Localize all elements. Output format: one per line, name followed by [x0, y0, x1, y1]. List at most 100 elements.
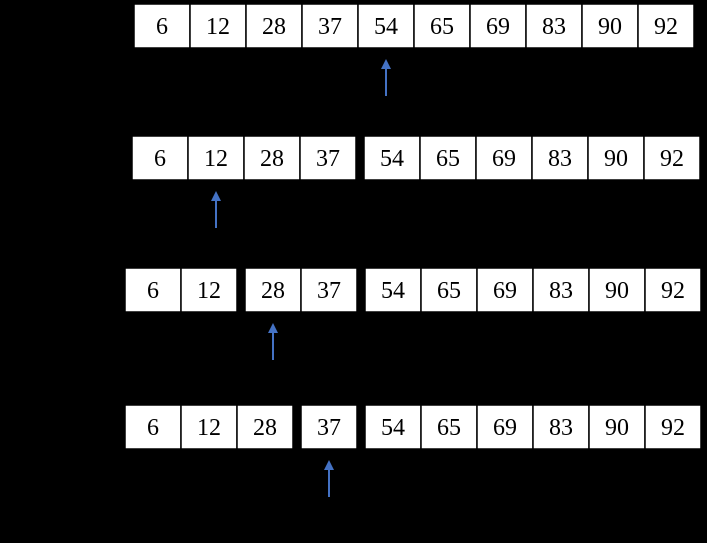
cell-value: 28 — [253, 415, 277, 441]
cell-box — [413, 3, 471, 49]
cell-box — [588, 404, 646, 450]
array-row: 6 12 28 37 54 65 69 83 90 92 — [131, 135, 701, 228]
cell-value: 12 — [197, 415, 221, 441]
array-cell: 92 — [637, 3, 695, 49]
cell-value: 6 — [147, 415, 159, 441]
array-cell: 12 — [180, 404, 238, 450]
cell-box — [124, 404, 182, 450]
array-cell: 6 — [124, 267, 182, 313]
cell-box — [236, 404, 294, 450]
cell-value: 69 — [493, 278, 517, 304]
array-cell: 92 — [643, 135, 701, 181]
array-cell: 54 — [363, 135, 421, 181]
cell-value: 83 — [542, 14, 566, 40]
cell-value: 6 — [147, 278, 159, 304]
array-cell: 69 — [469, 3, 527, 49]
array-cell: 69 — [476, 404, 534, 450]
array-cell: 37 — [300, 404, 358, 450]
cell-box — [299, 135, 357, 181]
cell-value: 90 — [598, 14, 622, 40]
array-cell: 83 — [531, 135, 589, 181]
array-cell: 6 — [124, 404, 182, 450]
cell-value: 54 — [381, 278, 405, 304]
cell-value: 65 — [436, 146, 460, 172]
cell-value: 65 — [437, 278, 461, 304]
cell-box — [581, 3, 639, 49]
cell-value: 69 — [486, 14, 510, 40]
array-cell: 65 — [420, 267, 478, 313]
cell-box — [531, 135, 589, 181]
array-cell: 12 — [189, 3, 247, 49]
array-cell: 37 — [299, 135, 357, 181]
cell-value: 65 — [437, 415, 461, 441]
cell-value: 12 — [197, 278, 221, 304]
array-cell: 90 — [581, 3, 639, 49]
cell-value: 54 — [380, 146, 404, 172]
cell-value: 6 — [156, 14, 168, 40]
array-cell: 37 — [300, 267, 358, 313]
cell-value: 92 — [661, 278, 685, 304]
array-cell: 12 — [187, 135, 245, 181]
cell-box — [243, 135, 301, 181]
array-segment: 37 — [300, 404, 358, 450]
array-segment: 6 12 — [124, 267, 238, 313]
array-cell: 28 — [236, 404, 294, 450]
cell-value: 92 — [654, 14, 678, 40]
cell-value: 54 — [381, 415, 405, 441]
cell-value: 28 — [262, 14, 286, 40]
cell-box — [637, 3, 695, 49]
array-cell: 83 — [525, 3, 583, 49]
cell-value: 37 — [317, 415, 341, 441]
cell-box — [180, 267, 238, 313]
cell-value: 12 — [204, 146, 228, 172]
cell-value: 83 — [548, 146, 572, 172]
cell-value: 65 — [430, 14, 454, 40]
array-cell: 54 — [364, 267, 422, 313]
cell-box — [532, 404, 590, 450]
cell-box — [587, 135, 645, 181]
array-cell: 69 — [475, 135, 533, 181]
array-cell: 28 — [245, 3, 303, 49]
array-segment: 6 12 28 37 54 65 69 83 90 92 — [133, 3, 695, 49]
array-cell: 28 — [244, 267, 302, 313]
cell-box — [525, 3, 583, 49]
cell-box — [644, 404, 702, 450]
cell-box — [643, 135, 701, 181]
cell-value: 90 — [604, 146, 628, 172]
array-cell: 92 — [644, 404, 702, 450]
cell-value: 92 — [660, 146, 684, 172]
cell-box — [244, 267, 302, 313]
cell-value: 37 — [317, 278, 341, 304]
cell-value: 69 — [493, 415, 517, 441]
array-cell: 37 — [301, 3, 359, 49]
array-cell: 65 — [420, 404, 478, 450]
cell-value: 54 — [374, 14, 398, 40]
cell-box — [133, 3, 191, 49]
array-cell: 54 — [364, 404, 422, 450]
array-segment: 6 12 28 37 — [131, 135, 357, 181]
cell-box — [420, 267, 478, 313]
cell-box — [476, 267, 534, 313]
array-cell: 6 — [131, 135, 189, 181]
cell-box — [644, 267, 702, 313]
array-cell: 83 — [532, 404, 590, 450]
array-cell: 28 — [243, 135, 301, 181]
cell-value: 83 — [549, 278, 573, 304]
cell-box — [469, 3, 527, 49]
cell-box — [300, 267, 358, 313]
cell-box — [419, 135, 477, 181]
cell-value: 37 — [316, 146, 340, 172]
cell-box — [476, 404, 534, 450]
cell-value: 28 — [261, 278, 285, 304]
cell-box — [189, 3, 247, 49]
cell-value: 83 — [549, 415, 573, 441]
cell-value: 69 — [492, 146, 516, 172]
cell-box — [300, 404, 358, 450]
cell-value: 90 — [605, 415, 629, 441]
cell-box — [475, 135, 533, 181]
array-cell: 6 — [133, 3, 191, 49]
array-row: 6 12 28 37 54 65 69 83 90 92 — [133, 3, 695, 96]
